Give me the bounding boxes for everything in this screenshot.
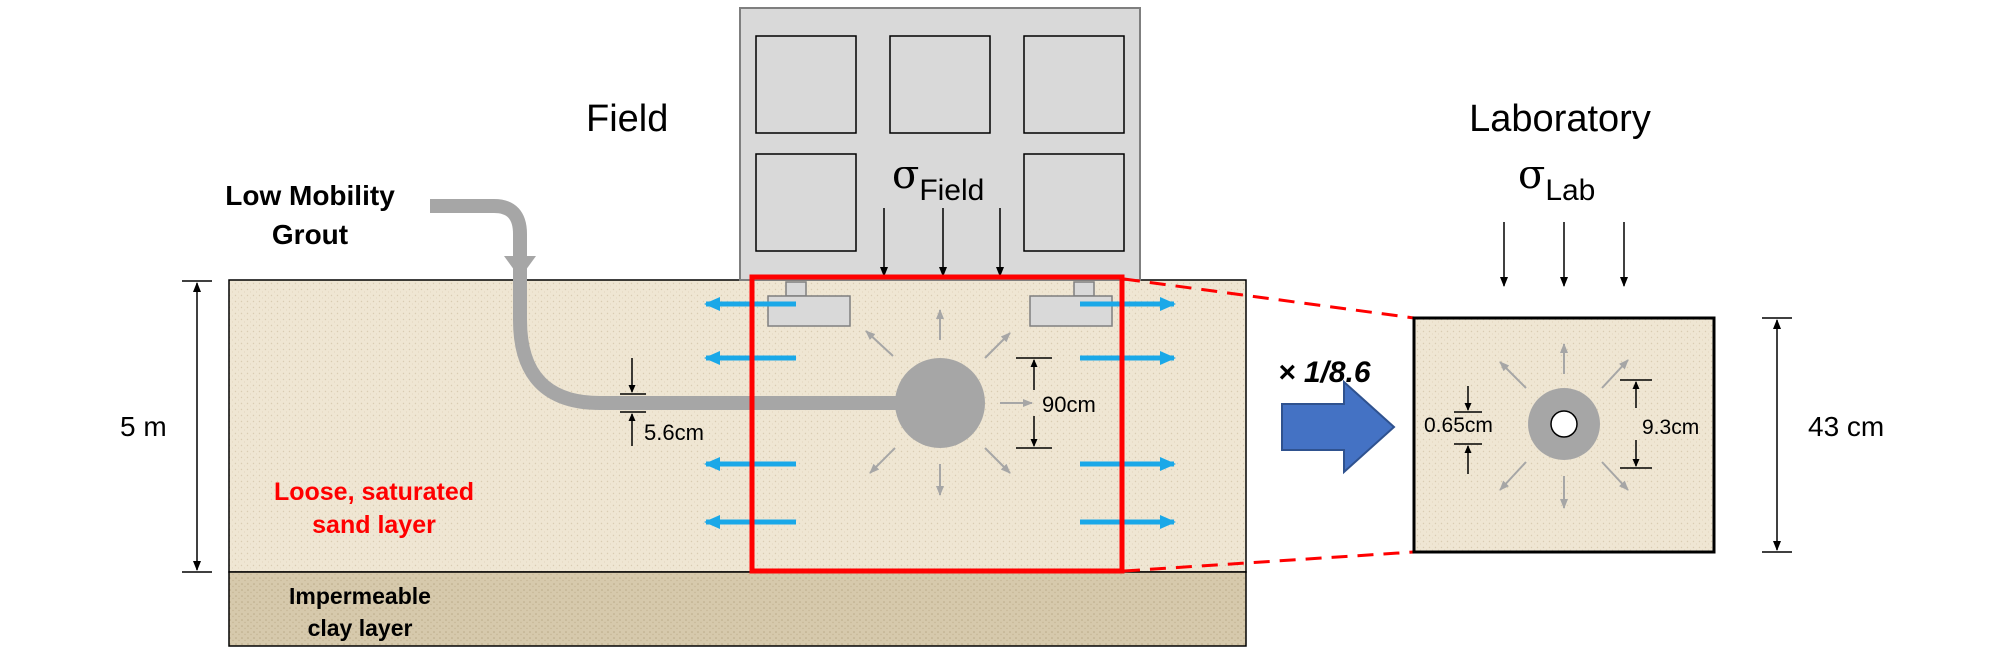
- lab-height-dimension: [1762, 317, 1792, 553]
- bulb-dimension-lab: [1620, 379, 1652, 469]
- field-stress-arrows: [880, 208, 1004, 277]
- building: [739, 7, 1141, 281]
- field-stress-subscript: Field: [919, 174, 984, 207]
- zoom-connector-lines: [1123, 277, 1415, 573]
- lab-stress-subscript: Lab: [1545, 174, 1595, 207]
- clay-label-line2: clay layer: [308, 615, 413, 641]
- lab-title: Laboratory: [1469, 98, 1651, 140]
- footing-left: [767, 281, 851, 327]
- lab-stress-symbol: σ: [1518, 152, 1545, 198]
- field-stress-label: σField: [892, 152, 984, 207]
- grout-pipe-lab: [1550, 410, 1578, 438]
- pipe-dimension-field: [620, 358, 646, 446]
- scale-arrow: [1281, 379, 1396, 475]
- grout-label-line1: Low Mobility: [225, 180, 395, 211]
- grout-label-line2: Grout: [272, 219, 348, 250]
- sand-label-line1: Loose, saturated: [274, 478, 474, 506]
- depth-label: 5 m: [120, 411, 167, 442]
- scale-label: × 1/8.6: [1278, 356, 1371, 389]
- highlight-box: [749, 274, 1125, 574]
- pipe-diameter-label-field: 5.6cm: [644, 420, 704, 445]
- lab-stress-label: σLab: [1518, 152, 1595, 207]
- bulb-dimension-field: [1016, 357, 1052, 449]
- footing-right: [1029, 281, 1113, 327]
- sand-label-line2: sand layer: [312, 511, 436, 539]
- bulb-diameter-label-field: 90cm: [1042, 392, 1096, 417]
- clay-label-line1: Impermeable: [289, 583, 431, 609]
- lab-stress-arrows: [1500, 222, 1628, 287]
- lab-height-label: 43 cm: [1808, 411, 1884, 442]
- field-title: Field: [586, 98, 668, 140]
- depth-dimension: [182, 280, 212, 573]
- field-stress-symbol: σ: [892, 152, 919, 198]
- bulb-diameter-label-lab: 9.3cm: [1642, 416, 1699, 439]
- field-radial-arrows: [849, 309, 1033, 496]
- grout-pipe-arrowhead: [504, 256, 536, 278]
- clay-layer: [228, 571, 1247, 647]
- grout-pipe: [430, 199, 900, 410]
- pipe-diameter-label-lab: 0.65cm: [1424, 414, 1493, 437]
- grout-bulb-field: [895, 358, 985, 448]
- lab-radial-arrows: [1499, 343, 1629, 509]
- pipe-dimension-lab: [1454, 386, 1482, 474]
